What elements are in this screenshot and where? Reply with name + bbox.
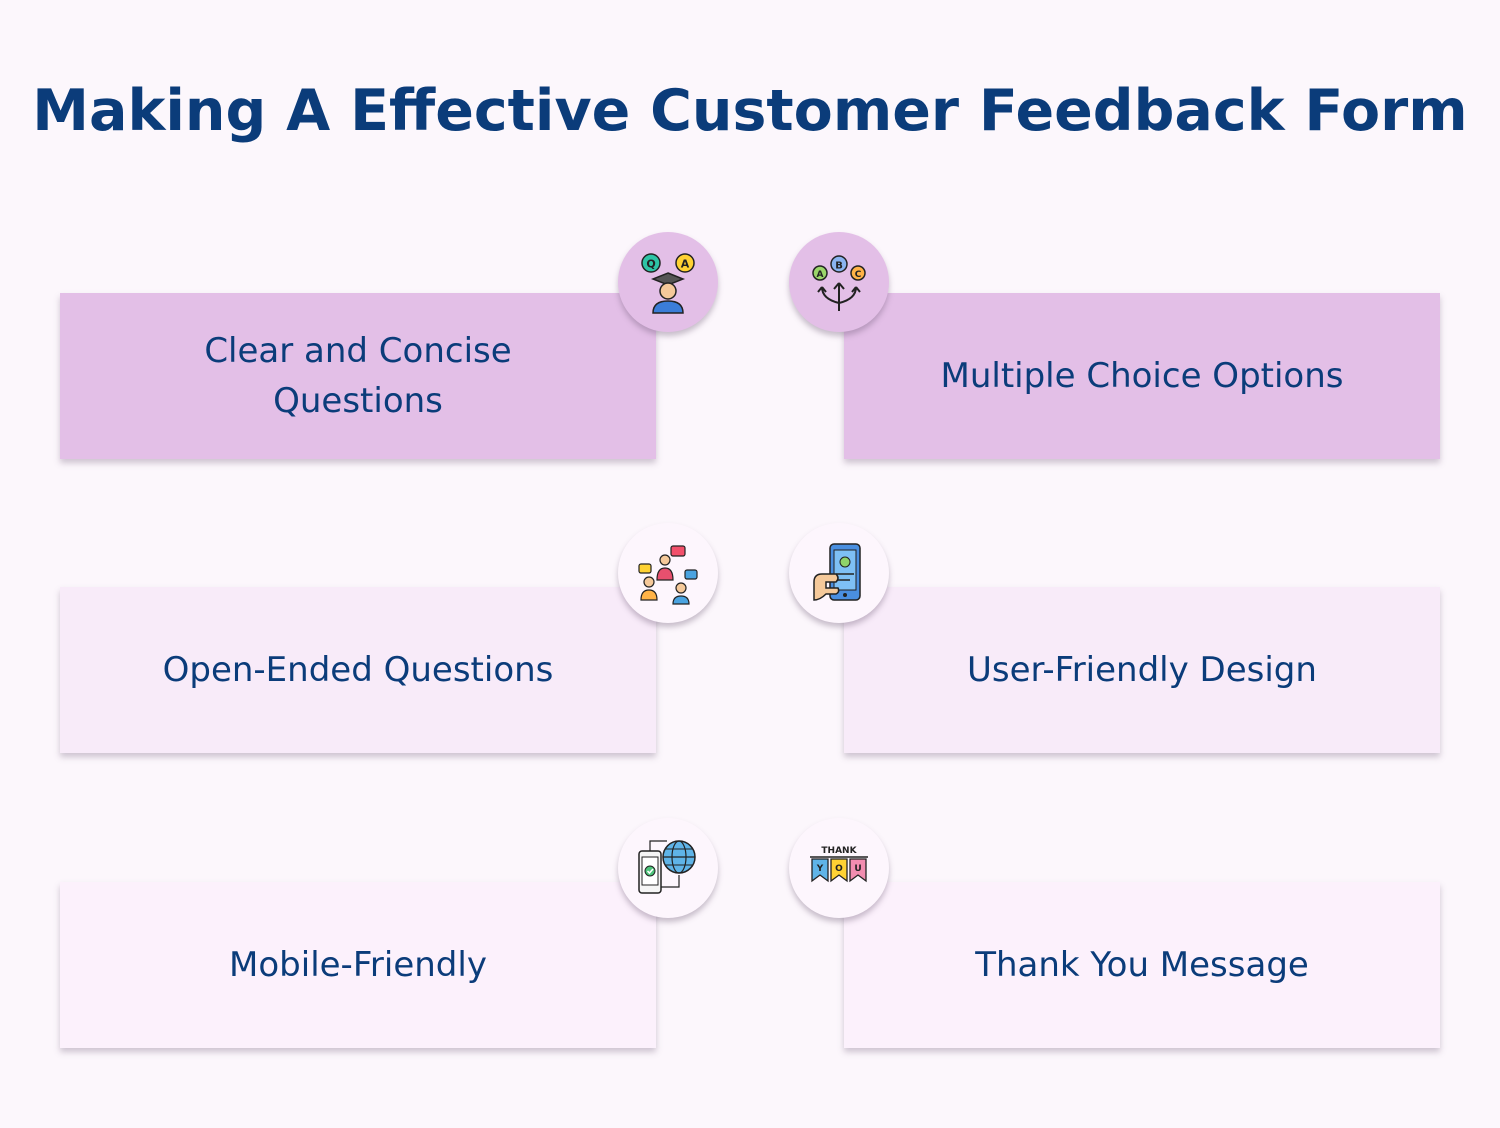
- card-label: Clear and Concise Questions: [204, 331, 512, 421]
- card-label: Mobile-Friendly: [229, 945, 487, 985]
- card-label: User-Friendly Design: [967, 650, 1317, 690]
- card-clear-concise-questions: Clear and Concise Questions: [60, 293, 656, 459]
- qa-student-icon: Q A: [618, 232, 718, 332]
- svg-text:C: C: [855, 270, 862, 280]
- card-user-friendly-design: User-Friendly Design: [844, 587, 1440, 753]
- svg-text:A: A: [817, 270, 824, 280]
- thank-you-banner-icon: THANK Y O U: [789, 818, 889, 918]
- card-label: Thank You Message: [975, 945, 1309, 985]
- svg-text:O: O: [835, 864, 843, 874]
- discussion-people-icon: [618, 523, 718, 623]
- abc-choice-icon: A B C: [789, 232, 889, 332]
- svg-text:A: A: [681, 258, 690, 271]
- svg-text:Y: Y: [816, 864, 824, 874]
- svg-text:U: U: [854, 864, 861, 874]
- card-label: Multiple Choice Options: [940, 356, 1344, 396]
- page-title: Making A Effective Customer Feedback For…: [32, 78, 1468, 144]
- svg-text:B: B: [835, 261, 843, 272]
- card-multiple-choice-options: Multiple Choice Options: [844, 293, 1440, 459]
- card-mobile-friendly: Mobile-Friendly: [60, 882, 656, 1048]
- card-open-ended-questions: Open-Ended Questions: [60, 587, 656, 753]
- card-label: Open-Ended Questions: [162, 650, 554, 690]
- card-thank-you-message: Thank You Message: [844, 882, 1440, 1048]
- svg-text:THANK: THANK: [821, 846, 857, 856]
- svg-text:Q: Q: [646, 258, 655, 271]
- phone-globe-icon: [618, 818, 718, 918]
- hand-phone-icon: [789, 523, 889, 623]
